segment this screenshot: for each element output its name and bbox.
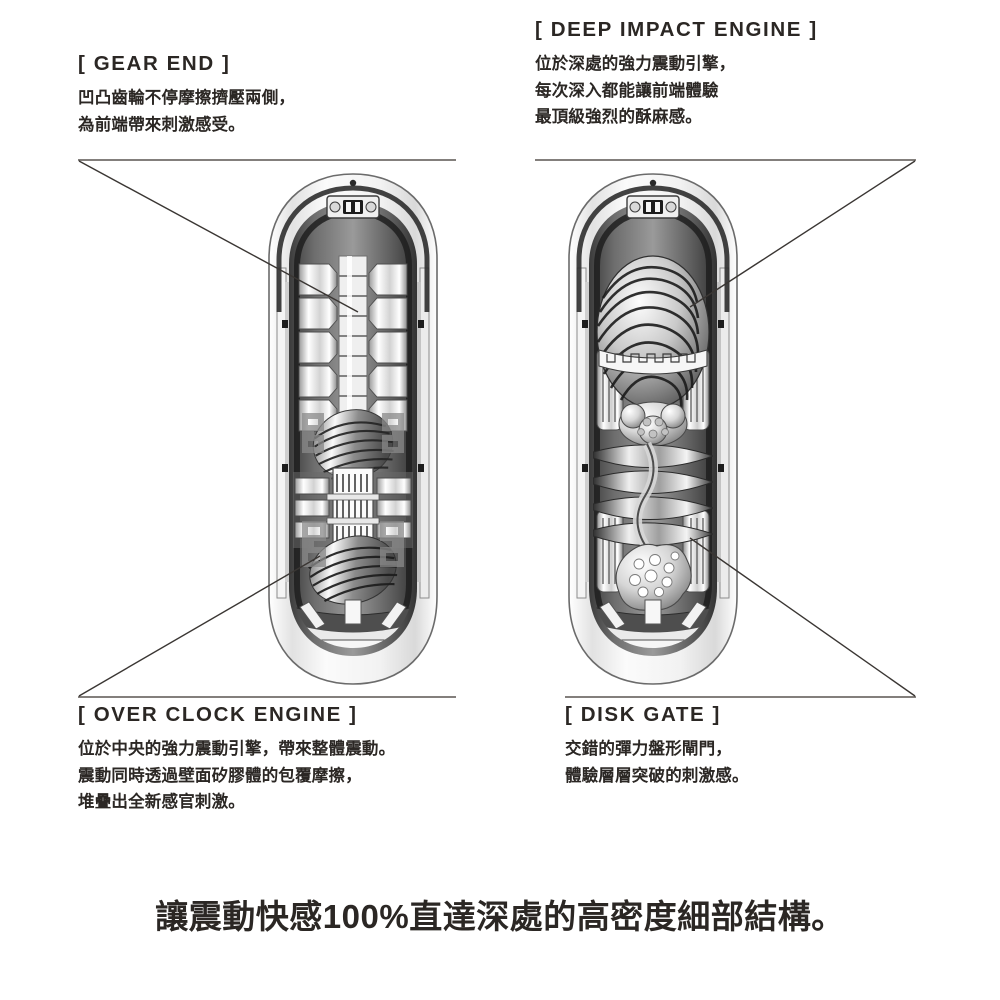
callout-over-clock-engine-line-3: 堆疊出全新感官刺激。 [78, 793, 245, 812]
callout-deep-impact-engine-line-2: 每次深入都能讓前端體驗 [535, 81, 719, 100]
callout-over-clock-engine-body: 位於中央的強力震動引擎，帶來整體震動。 震動同時透過壁面矽膠體的包覆摩擦， 堆疊… [78, 736, 395, 816]
right-internals [576, 202, 730, 656]
callout-over-clock-engine-tag: [ OVER CLOCK ENGINE ] [78, 703, 358, 726]
right-nub-cluster-lower [615, 543, 692, 611]
right-core-assembly [593, 255, 713, 648]
callout-gear-end-tag: [ GEAR END ] [78, 52, 231, 75]
deep-impact-engine-band [598, 349, 708, 375]
headline: 讓震動快感100%直達深處的高密度細部結構。 [155, 898, 845, 935]
callout-deep-impact-engine-line-1: 位於深處的強力震動引擎， [535, 55, 736, 73]
leader-deep-impact-engine [689, 160, 916, 308]
callout-disk-gate-tag: [ DISK GATE ] [565, 703, 721, 726]
callout-gear-end: [ GEAR END ] 凹凸齒輪不停摩擦擠壓兩側， 為前端帶來刺激感受。 [78, 52, 295, 138]
deep-impact-engine-bulb [596, 255, 710, 409]
callout-gear-end-line-2: 為前端帶來刺激感受。 [78, 115, 245, 134]
disk-gate-stack [593, 441, 713, 601]
right-nub-cluster-upper [618, 401, 688, 447]
callout-deep-impact-engine-line-3: 最頂級強烈的酥麻感。 [535, 108, 702, 127]
callout-gear-end-body: 凹凸齒輪不停摩擦擠壓兩側， 為前端帶來刺激感受。 [78, 85, 295, 138]
callout-disk-gate-line-2: 體驗層層突破的刺激感。 [565, 766, 749, 785]
callout-deep-impact-engine-body: 位於深處的強力震動引擎， 每次深入都能讓前端體驗 最頂級強烈的酥麻感。 [535, 51, 818, 131]
callout-over-clock-engine-line-2: 震動同時透過壁面矽膠體的包覆摩擦， [78, 766, 362, 785]
callout-disk-gate-line-1: 交錯的彈力盤形閘門， [565, 740, 732, 758]
left-internals [276, 202, 430, 656]
callout-disk-gate-body: 交錯的彈力盤形閘門， 體驗層層突破的刺激感。 [565, 736, 749, 789]
left-port-cap [326, 179, 380, 219]
callout-over-clock-engine-line-1: 位於中央的強力震動引擎，帶來整體震動。 [78, 740, 396, 758]
product-cutaway-right [568, 173, 738, 685]
callout-gear-end-line-1: 凹凸齒輪不停摩擦擠壓兩側， [78, 89, 296, 107]
callout-over-clock-engine: [ OVER CLOCK ENGINE ] 位於中央的強力震動引擎，帶來整體震動… [78, 703, 395, 816]
callout-disk-gate: [ DISK GATE ] 交錯的彈力盤形閘門， 體驗層層突破的刺激感。 [565, 703, 749, 789]
leader-over-clock-engine [78, 555, 321, 697]
left-led-indicator [349, 179, 357, 187]
left-bracket-motifs [302, 413, 404, 567]
leader-gear-end [78, 160, 359, 313]
callout-deep-impact-engine: [ DEEP IMPACT ENGINE ] 位於深處的強力震動引擎， 每次深入… [535, 18, 818, 131]
right-base-plate [593, 599, 713, 648]
callout-deep-impact-engine-tag: [ DEEP IMPACT ENGINE ] [535, 18, 818, 41]
right-led-indicator [649, 179, 657, 187]
product-cutaway-left [268, 173, 438, 685]
leader-disk-gate [689, 537, 916, 697]
right-port-cap [626, 179, 680, 219]
